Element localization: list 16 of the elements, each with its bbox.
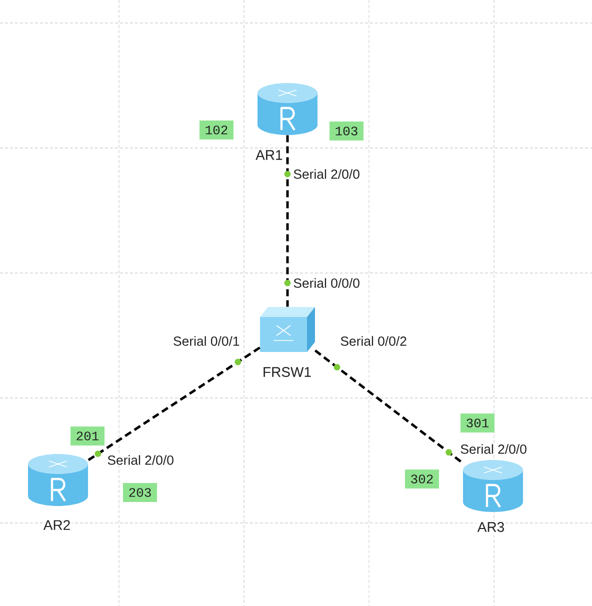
device-label: AR1 (254, 149, 284, 161)
device-label: AR2 (42, 519, 72, 531)
interface-label: Serial 2/0/0 (106, 454, 175, 466)
number-tag: 201 (70, 426, 104, 446)
number-tag: 301 (460, 414, 494, 432)
device-label: FRSW1 (262, 366, 312, 378)
interface-label: Serial 0/0/1 (172, 335, 241, 347)
interface-label: Serial 0/0/0 (292, 277, 361, 289)
number-tag: 302 (405, 470, 439, 488)
interface-label: Serial 2/0/0 (459, 443, 528, 455)
device-label: AR3 (476, 521, 506, 533)
interface-label: Serial 0/0/2 (339, 335, 408, 347)
number-tag: 102 (200, 120, 234, 140)
interface-label: Serial 2/0/0 (292, 168, 361, 180)
number-tag: 203 (123, 483, 157, 502)
number-tag: 103 (330, 122, 364, 140)
